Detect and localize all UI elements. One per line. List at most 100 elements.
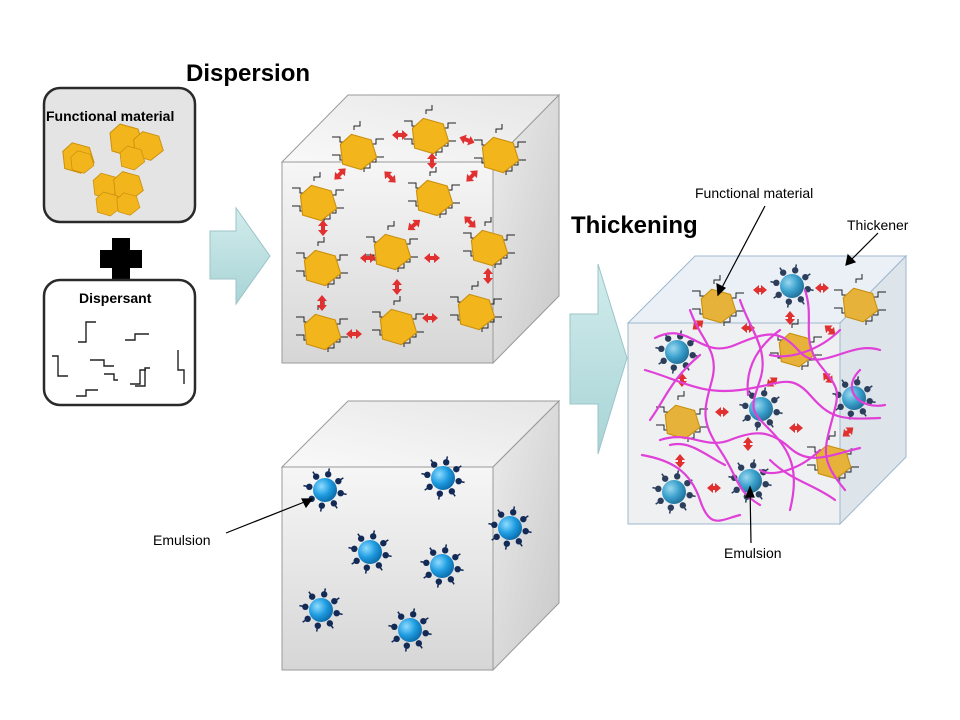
thickener-fiber [746, 328, 782, 397]
dispersion-heading: Dispersion [186, 60, 311, 87]
emulsion-droplet [488, 506, 532, 550]
dispersant-hook [442, 140, 456, 147]
dispersant-hook [494, 259, 502, 268]
dispersant-hook [403, 338, 411, 347]
functional-material-box-label: Functional material [46, 108, 175, 124]
dispersant-hook [828, 431, 836, 440]
repulsion-arrow-icon [824, 325, 836, 335]
dispersant-hook [327, 343, 335, 352]
thickening-heading: Thickening [571, 212, 698, 239]
repulsion-arrow-icon [334, 168, 346, 180]
dispersant-hook [393, 296, 401, 305]
particle [700, 288, 737, 324]
repulsion-arrow-icon [753, 285, 767, 295]
repulsion-arrow-icon [789, 423, 803, 433]
dispersant-hook [677, 391, 685, 400]
dispersant-hook [330, 207, 344, 214]
repulsion-arrow-icon [424, 253, 440, 263]
particle [339, 133, 378, 171]
functional-material-box [42, 86, 197, 224]
callout-lines [225, 205, 879, 544]
dispersant-hook [481, 323, 489, 332]
dispersant-hook [730, 310, 744, 317]
particle [119, 145, 146, 171]
dispersant-hook [446, 202, 460, 209]
repulsion-arrow-icon [407, 219, 421, 231]
dispersant-hook [713, 275, 721, 284]
particle [70, 150, 95, 174]
emulsion-cube [280, 399, 561, 672]
dispersant-hook [410, 331, 424, 338]
emulsion-droplet [299, 588, 343, 632]
dispersant-hook [855, 274, 863, 283]
flow-arrow-1-icon [209, 206, 271, 306]
repulsion-arrow-icon [483, 268, 493, 284]
dispersant-hook [791, 319, 799, 328]
dispersant-hook [327, 279, 335, 288]
repulsion-arrow-icon [823, 373, 833, 383]
repulsion-arrow-icon [318, 220, 328, 236]
repulsion-arrow-icon [317, 295, 327, 311]
dispersant-hook [370, 156, 384, 163]
particle [303, 313, 342, 351]
repulsion-arrow-icon [707, 483, 721, 493]
particle [299, 184, 338, 222]
thickener-label: Thickener [847, 217, 909, 233]
functional-material-label-right: Functional material [695, 185, 814, 201]
dispersant-hook [387, 221, 395, 230]
thickener-fiber [768, 328, 842, 358]
dispersant-hook [435, 147, 443, 156]
thickener-fiber [658, 432, 862, 459]
functional-material-particles [62, 123, 164, 217]
particle [116, 192, 141, 216]
repulsion-arrow-icon [392, 279, 402, 295]
dispersant-hook [488, 316, 502, 323]
repulsion-arrow-icon [715, 407, 729, 417]
repulsion-arrow-icon [464, 216, 476, 228]
particle [842, 287, 879, 323]
thickener-fiber [648, 353, 702, 422]
dispersant-hook [834, 289, 848, 296]
dispersant-hook [317, 237, 325, 246]
thickener-fiber [768, 458, 837, 502]
emulsion-droplet [420, 544, 464, 588]
emulsion-droplet [770, 264, 814, 308]
particle [373, 233, 412, 271]
repulsion-arrow-icon [842, 427, 854, 437]
dispersant-hook [801, 361, 809, 370]
repulsion-arrow-icon [692, 320, 704, 330]
dispersant-hook [313, 172, 321, 181]
repulsion-arrow-icon [815, 283, 829, 293]
dispersant-hook [439, 209, 447, 218]
thickener-fiber [688, 308, 762, 507]
dispersant-hook [484, 217, 492, 226]
dispersant-hook [353, 121, 361, 130]
thickening-cube [626, 254, 908, 526]
particle [457, 293, 496, 331]
dispersant-hook [495, 124, 503, 133]
dispersant-hook [723, 317, 731, 326]
repulsion-arrow-icon [743, 437, 753, 451]
dispersant-hook [512, 159, 526, 166]
dispersant-hook [404, 256, 418, 263]
dispersant-hook [730, 292, 744, 299]
dispersant-hook [334, 336, 348, 343]
thickener-fiber [803, 288, 847, 492]
repulsion-arrow-icon [422, 313, 438, 323]
emulsion-droplet [421, 456, 465, 500]
emulsion-droplet [348, 530, 392, 574]
repulsion-arrow-icon [466, 170, 478, 182]
flow-arrow-2-icon [569, 263, 628, 455]
dispersant-hook [865, 316, 873, 325]
thickener-fiber [640, 453, 742, 522]
repulsion-arrow-icon [360, 253, 376, 263]
dispersant-hook [656, 406, 670, 413]
dispersant-box-label: Dispersant [79, 290, 152, 306]
dispersant-molecules [52, 321, 185, 397]
thickener-fiber [668, 442, 727, 467]
repulsion-arrow-icon [459, 134, 475, 146]
dispersant-hook [808, 336, 822, 343]
emulsion-label-right: Emulsion [724, 545, 782, 561]
dispersant-hook [501, 252, 515, 259]
dispersant-hook [505, 166, 513, 175]
